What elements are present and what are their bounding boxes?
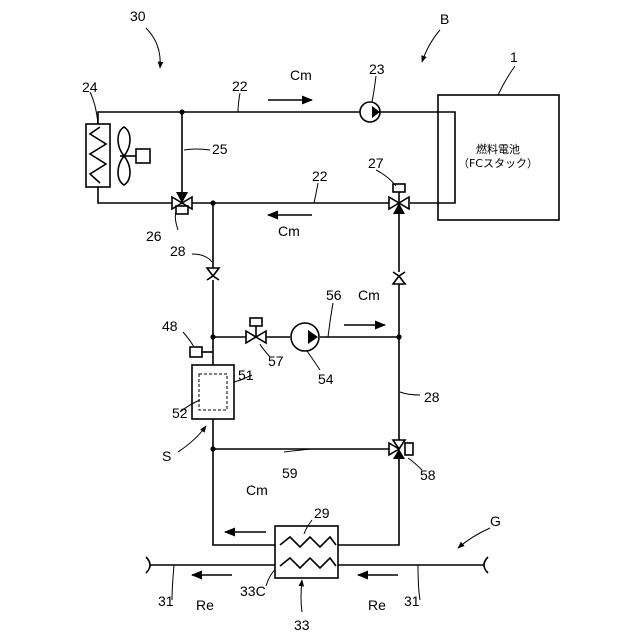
label-pipe-lower: 22 [312, 168, 328, 184]
pump-main [360, 102, 380, 122]
label-hx-number: 33 [294, 617, 310, 633]
label-fuel-cell-number: 1 [510, 49, 518, 65]
label-pipe-right: 28 [424, 389, 440, 405]
label-valve-right: 27 [368, 155, 384, 171]
valve-57 [246, 318, 266, 343]
label-pipe-left: 28 [170, 243, 186, 259]
fuel-cell-internal-passage [400, 112, 455, 203]
pipe-to-hx [338, 459, 399, 545]
pipe-22-upper [98, 112, 360, 124]
label-sensor: 48 [162, 318, 178, 334]
indicator-arrow-33 [301, 580, 302, 612]
label-unit-outer: 51 [238, 367, 254, 383]
label-pipe-31-right: 31 [404, 593, 420, 609]
label-unit-inner: 52 [172, 405, 188, 421]
indicator-arrow-b [422, 30, 440, 62]
label-pipe-59: 59 [282, 465, 298, 481]
pipe-31-left-end [146, 557, 150, 573]
pipe-31-right-end [484, 557, 488, 573]
label-valve-58: 58 [420, 467, 436, 483]
label-pipe-upper: 22 [232, 78, 248, 94]
label-cm-upper: Cm [290, 67, 312, 83]
unit-51 [192, 365, 234, 419]
label-hx-top: 29 [314, 505, 330, 521]
hx-coil-lower [280, 558, 336, 568]
label-pipe-31-left: 31 [158, 593, 174, 609]
indicator-arrow-s [178, 426, 206, 452]
indicator-arrow-g [458, 528, 490, 548]
label-cm-sub: Cm [358, 287, 380, 303]
label-re-left: Re [196, 597, 214, 613]
junction-bypass [179, 109, 184, 114]
heat-exchanger [275, 526, 338, 578]
label-re-right: Re [368, 597, 386, 613]
radiator-zigzag [90, 127, 106, 183]
label-pump-sub: 54 [318, 371, 334, 387]
label-unit-s: S [162, 448, 171, 464]
label-valve-left: 26 [146, 228, 162, 244]
pipe-22-lower [98, 187, 172, 203]
label-cm-bottom: Cm [246, 482, 268, 498]
label-sub-pipe: 56 [326, 287, 342, 303]
pump-sub [291, 323, 319, 351]
fan-icon [118, 127, 150, 185]
indicator-arrow-30 [146, 28, 160, 68]
label-group-g: G [490, 513, 501, 529]
three-way-valve-58 [389, 440, 413, 459]
unit-52 [199, 374, 227, 410]
junction-sub-left [210, 334, 215, 339]
label-valve-small: 57 [268, 353, 284, 369]
label-pump-main: 23 [369, 61, 385, 77]
label-radiator: 24 [82, 79, 98, 95]
check-valve-left [207, 268, 219, 280]
fuel-cell-subtitle: （FCスタック） [458, 157, 538, 170]
label-cm-lower: Cm [278, 223, 300, 239]
three-way-valve-27 [389, 184, 409, 214]
junction-sub-right [396, 334, 401, 339]
hx-coil-upper [280, 537, 336, 547]
label-hx-33c: 33C [240, 583, 266, 599]
label-circuit-b: B [440, 11, 449, 27]
three-way-valve-26 [172, 192, 192, 214]
fuel-cell-name: 燃料電池 [476, 142, 520, 156]
label-bypass: 25 [212, 141, 228, 157]
check-valve-right [393, 272, 405, 284]
label-system: 30 [130, 8, 146, 24]
sensor-48 [190, 347, 202, 357]
